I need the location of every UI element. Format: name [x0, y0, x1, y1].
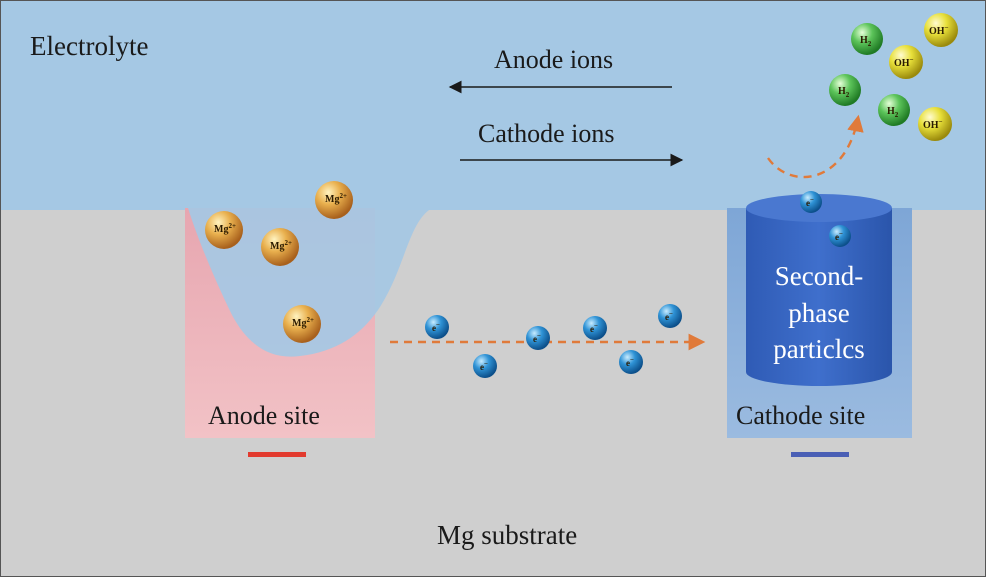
second-phase-cylinder — [746, 208, 892, 386]
anode-marker — [248, 452, 306, 457]
svg-text:Mg2+: Mg2+ — [270, 239, 292, 252]
electron: e− — [583, 316, 607, 340]
mg-ion: Mg2+ — [205, 211, 243, 249]
electron: e− — [473, 354, 497, 378]
electrolyte-label: Electrolyte — [30, 31, 148, 61]
svg-text:e−: e− — [806, 196, 814, 208]
oh-ion: OH− — [918, 107, 952, 141]
anode-pit — [188, 208, 432, 357]
svg-text:Mg2+: Mg2+ — [214, 222, 236, 235]
svg-text:H2: H2 — [887, 106, 899, 119]
h2-molecule: H2 — [878, 94, 910, 126]
electron: e− — [658, 304, 682, 328]
svg-text:e−: e− — [533, 332, 541, 344]
electron: e− — [829, 225, 851, 247]
cathode-marker — [791, 452, 849, 457]
svg-text:H2: H2 — [860, 35, 872, 48]
svg-text:e−: e− — [480, 360, 488, 372]
svg-text:e−: e− — [665, 310, 673, 322]
oh-ion: OH− — [924, 13, 958, 47]
second-phase-label-line2: phase — [788, 298, 849, 328]
electron: e− — [425, 315, 449, 339]
electron: e− — [800, 191, 822, 213]
electron: e− — [526, 326, 550, 350]
mg-ion: Mg2+ — [261, 228, 299, 266]
svg-text:e−: e− — [432, 321, 440, 333]
anode-ions-label: Anode ions — [494, 45, 613, 74]
anode-site-label: Anode site — [208, 401, 320, 430]
h2-molecule: H2 — [829, 74, 861, 106]
oh-ion: OH− — [889, 45, 923, 79]
cathode-site-label: Cathode site — [736, 401, 865, 430]
mg-ion: Mg2+ — [315, 181, 353, 219]
svg-text:OH−: OH− — [929, 24, 949, 37]
second-phase-label-line1: Second- — [775, 261, 863, 291]
svg-text:e−: e− — [626, 356, 634, 368]
svg-text:OH−: OH− — [894, 56, 914, 69]
svg-text:e−: e− — [590, 322, 598, 334]
svg-text:Mg2+: Mg2+ — [325, 192, 347, 205]
h2-molecule: H2 — [851, 23, 883, 55]
electron: e− — [619, 350, 643, 374]
svg-text:e−: e− — [835, 230, 843, 242]
svg-text:H2: H2 — [838, 86, 850, 99]
second-phase-label-line3: particlcs — [773, 334, 864, 364]
electrolyte-region — [0, 0, 986, 212]
svg-text:Mg2+: Mg2+ — [292, 316, 314, 329]
substrate-label: Mg substrate — [437, 520, 577, 550]
mg-ion: Mg2+ — [283, 305, 321, 343]
cathode-ions-label: Cathode ions — [478, 119, 615, 148]
svg-text:OH−: OH− — [923, 118, 943, 131]
